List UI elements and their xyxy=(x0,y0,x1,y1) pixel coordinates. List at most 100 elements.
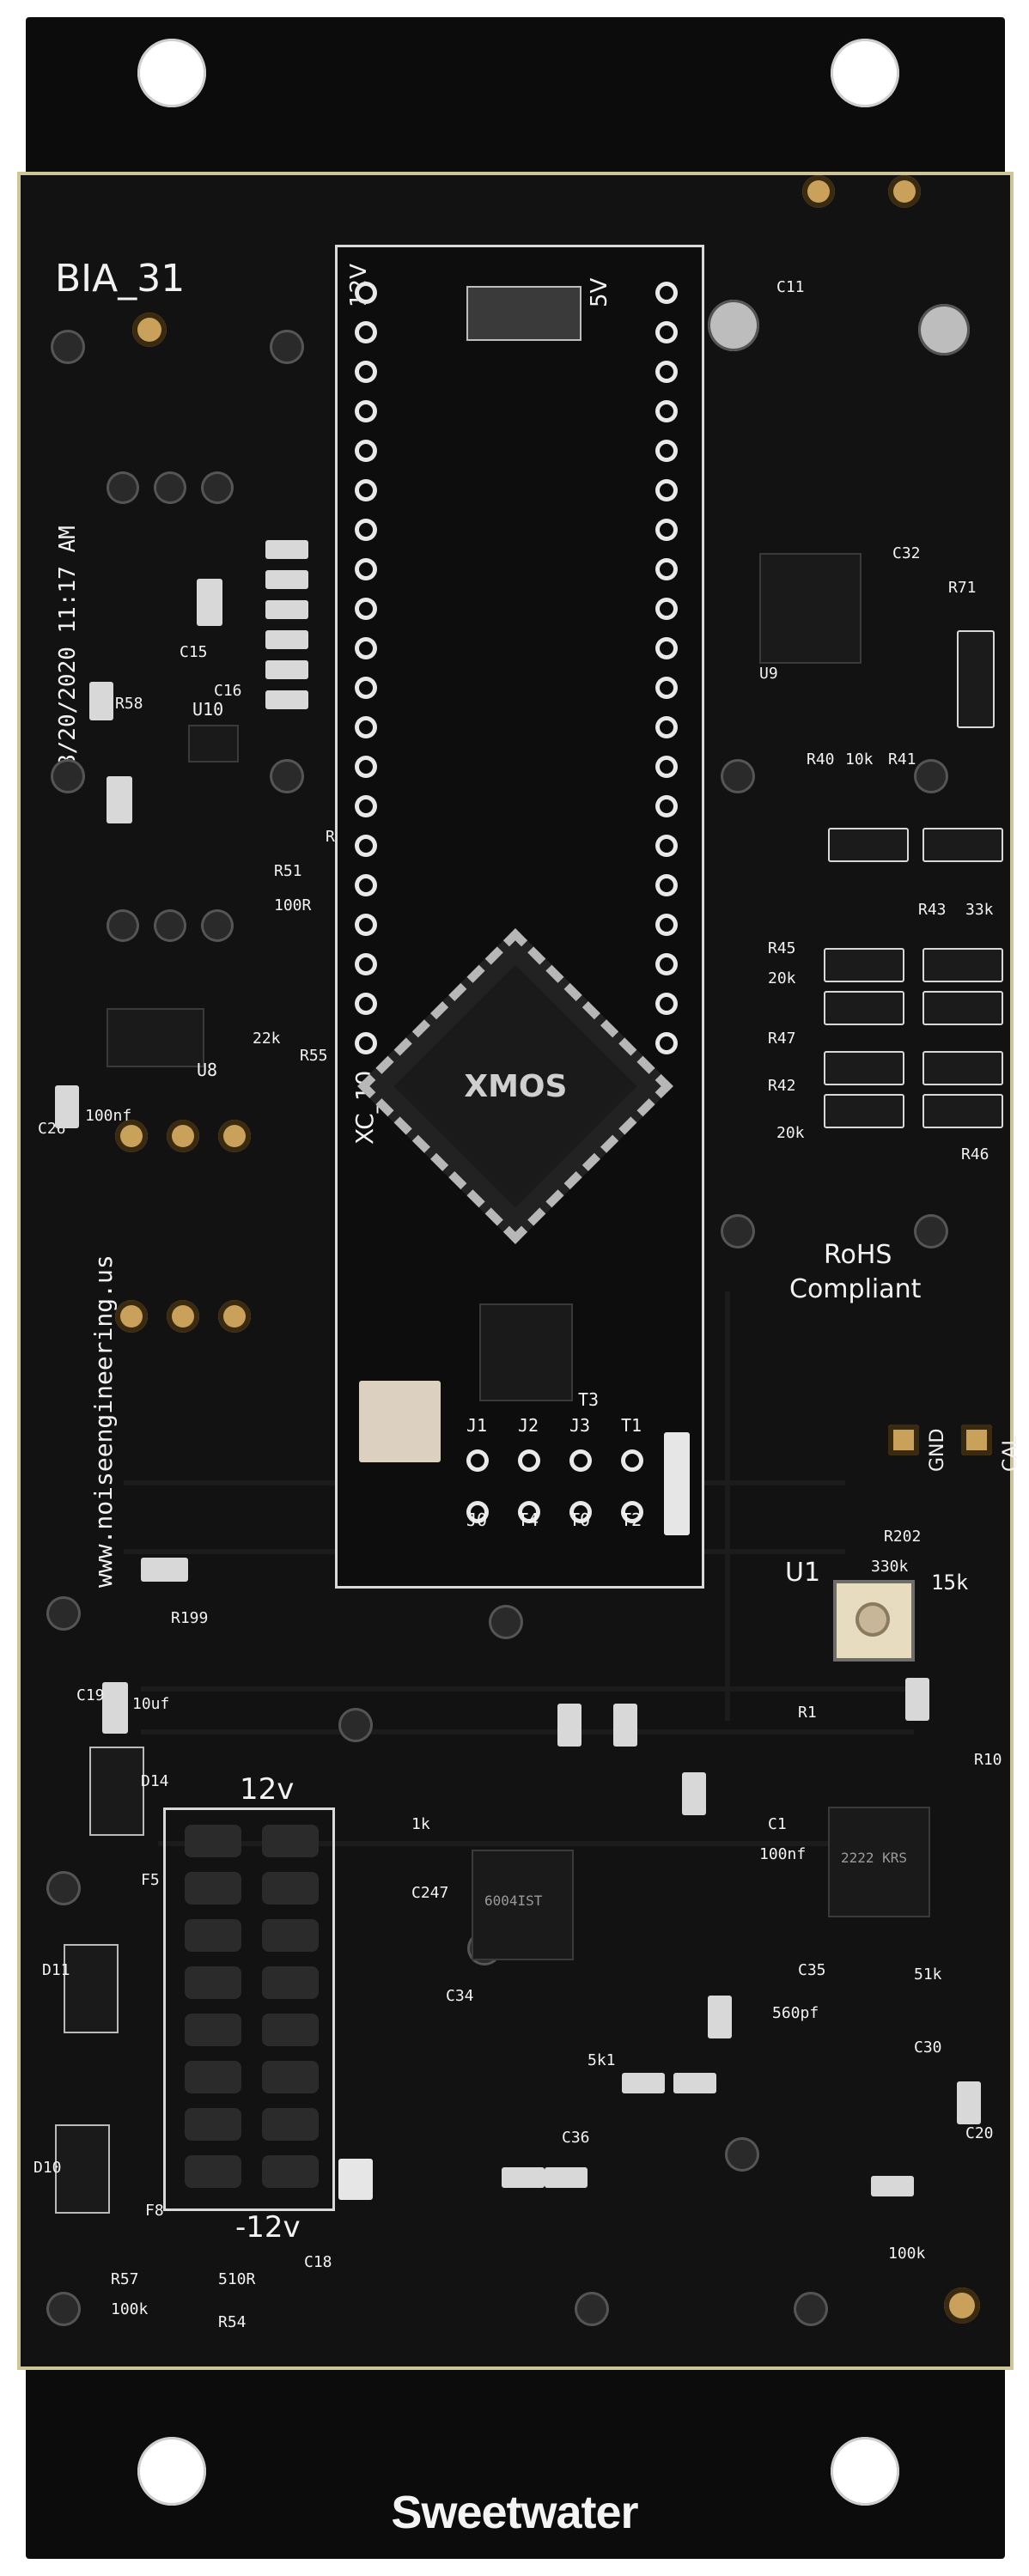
mount-hole-top-right xyxy=(831,39,899,107)
ref-r41: R41 xyxy=(888,750,916,769)
header-pin xyxy=(355,321,377,343)
value-20k-r42: 20k xyxy=(776,1124,805,1142)
header-pin xyxy=(655,953,678,975)
header-pin xyxy=(355,479,377,501)
ref-r46: R46 xyxy=(961,1145,989,1163)
via xyxy=(154,471,186,504)
power-pin xyxy=(262,2108,319,2141)
solder-pad xyxy=(218,1120,251,1152)
ref-c18: C18 xyxy=(304,2253,332,2271)
ic-u9 xyxy=(759,553,862,664)
power-pin xyxy=(262,2061,319,2093)
smd-pad-block xyxy=(828,828,909,862)
power-5v-label: 5V xyxy=(587,277,612,307)
ref-r57: R57 xyxy=(111,2270,139,2288)
value-1k: 1k xyxy=(411,1815,430,1833)
header-pin xyxy=(355,993,377,1015)
ref-c30: C30 xyxy=(914,2038,942,2057)
capacitor xyxy=(55,1085,79,1128)
resistor xyxy=(265,630,308,649)
ic-u10 xyxy=(188,725,239,762)
via xyxy=(154,909,186,942)
capacitor xyxy=(957,2081,981,2124)
resistor xyxy=(622,2073,665,2093)
ref-c19: C19 xyxy=(76,1686,105,1704)
ref-c20: C20 xyxy=(965,2124,994,2142)
flash-ic xyxy=(479,1303,573,1401)
value-100r: 100R xyxy=(274,896,312,914)
ref-j1: J1 xyxy=(466,1415,488,1436)
header-pin xyxy=(655,835,678,857)
slide-switch[interactable] xyxy=(466,286,581,341)
smd-pad-block xyxy=(824,1051,904,1085)
header-pin xyxy=(355,440,377,462)
trimmer-potentiometer[interactable] xyxy=(833,1580,915,1662)
smd-pad-block xyxy=(824,1094,904,1128)
rohs-compliant-label: Compliant xyxy=(789,1274,922,1304)
header-pin xyxy=(355,282,377,304)
smd-pad-block xyxy=(824,991,904,1025)
power-pin xyxy=(185,1825,241,1857)
power-pin xyxy=(262,1825,319,1857)
value-100nf-c1: 100nf xyxy=(759,1845,807,1863)
resistor xyxy=(265,570,308,589)
xc10-module: XC_10 12V 5V J1 J2 J3 T1 J0 T4 T0 T2 T3 xyxy=(335,245,704,1589)
value-100k-r57: 100k xyxy=(111,2300,149,2318)
ref-c35: C35 xyxy=(798,1961,826,1979)
board-name: BIA_31 xyxy=(55,257,186,301)
resistor xyxy=(265,540,308,559)
via xyxy=(914,759,948,793)
capacitor xyxy=(197,579,222,626)
jtag-pin xyxy=(518,1501,540,1523)
gnd-test-pad[interactable] xyxy=(888,1425,919,1455)
header-pin xyxy=(655,282,678,304)
header-pin xyxy=(655,795,678,817)
header-pin xyxy=(355,637,377,659)
header-pin xyxy=(655,519,678,541)
ref-j2: J2 xyxy=(518,1415,539,1436)
ref-r1: R1 xyxy=(798,1704,817,1722)
resistor xyxy=(673,2073,716,2093)
header-pin xyxy=(655,874,678,896)
jtag-pin xyxy=(518,1449,540,1472)
power-pin xyxy=(262,1919,319,1952)
via xyxy=(270,330,304,364)
header-pin xyxy=(355,361,377,383)
via xyxy=(201,471,234,504)
ref-j3: J3 xyxy=(569,1415,591,1436)
solder-pad xyxy=(944,2287,980,2324)
resistor xyxy=(545,2167,588,2188)
value-560pf: 560pf xyxy=(772,2004,819,2022)
rail-plus-label: 12v xyxy=(240,1772,295,1807)
sweetwater-watermark: Sweetwater xyxy=(391,2487,638,2538)
diode-d10 xyxy=(55,2124,110,2214)
header-pin xyxy=(655,756,678,778)
rohs-label: RoHS xyxy=(824,1240,892,1270)
solder-pad xyxy=(115,1300,148,1333)
trimmer-knob[interactable] xyxy=(855,1602,890,1637)
header-pin xyxy=(355,716,377,738)
value-10k-r40: 10k xyxy=(845,750,874,769)
power-pin xyxy=(185,1919,241,1952)
trace xyxy=(725,1291,730,1721)
ref-r42: R42 xyxy=(768,1077,796,1095)
header-pin xyxy=(655,993,678,1015)
rail-minus-label: -12v xyxy=(235,2210,301,2245)
jtag-pin xyxy=(466,1501,489,1523)
value-510r: 510R xyxy=(218,2270,256,2288)
diode-d11 xyxy=(64,1944,119,2033)
capacitor xyxy=(102,1682,128,1734)
ref-c15: C15 xyxy=(180,643,208,661)
capacitor xyxy=(557,1704,581,1747)
cal-test-pad[interactable] xyxy=(961,1425,992,1455)
ref-c1: C1 xyxy=(768,1815,787,1833)
ref-d14: D14 xyxy=(141,1772,169,1790)
header-pin xyxy=(355,598,377,620)
via xyxy=(46,2292,81,2326)
ref-r51: R51 xyxy=(274,862,302,880)
standoff xyxy=(708,300,759,351)
ref-c34: C34 xyxy=(446,1987,474,2005)
solder-pad xyxy=(167,1300,199,1333)
power-pin xyxy=(185,2061,241,2093)
header-pin xyxy=(355,756,377,778)
